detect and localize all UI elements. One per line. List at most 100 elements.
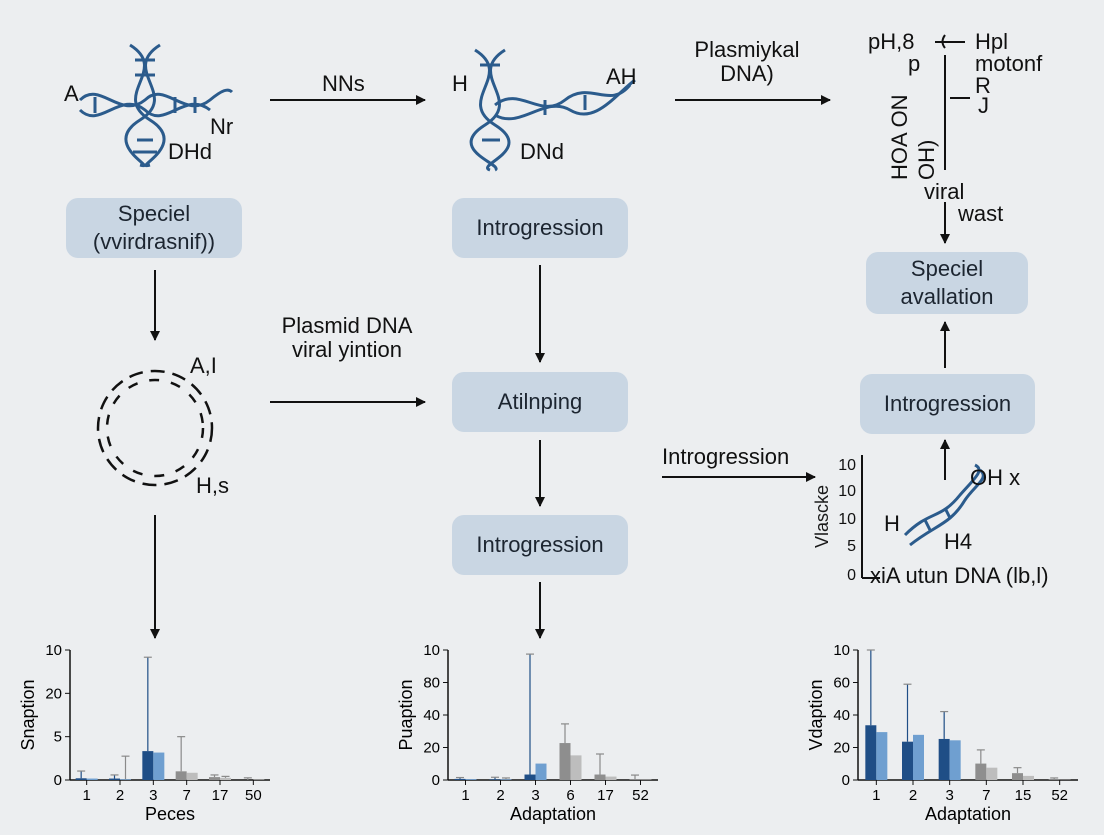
small-plot-ytick: 10 xyxy=(832,454,856,478)
bar xyxy=(120,779,131,780)
bar xyxy=(76,778,87,780)
plasmid-ring xyxy=(98,371,212,485)
bar xyxy=(571,755,582,780)
bar xyxy=(939,739,950,780)
y-tick-label: 20 xyxy=(833,740,850,757)
bar xyxy=(220,778,231,780)
small-plot-h: H xyxy=(884,512,900,536)
x-tick-label: 2 xyxy=(909,787,917,804)
small-plot-ytick: 10 xyxy=(832,508,856,532)
small-plot-ytick: 0 xyxy=(832,564,856,588)
label-wast: wast xyxy=(958,202,1003,226)
x-tick-label: 1 xyxy=(461,787,469,804)
bar xyxy=(153,753,164,780)
bar xyxy=(455,779,466,780)
y-tick-label: 10 xyxy=(423,642,440,659)
bar xyxy=(975,764,986,780)
x-tick-label: 3 xyxy=(531,787,539,804)
label-j: J xyxy=(978,94,989,118)
x-tick-label: 3 xyxy=(945,787,953,804)
bar xyxy=(1012,773,1023,780)
bar xyxy=(209,777,220,780)
y-tick-label: 5 xyxy=(54,729,62,746)
small-plot-axis xyxy=(862,455,880,578)
box-introgression-mid: Introgression xyxy=(452,515,628,575)
y-axis-title: Vdaption xyxy=(808,679,826,750)
bar xyxy=(187,773,198,780)
bar xyxy=(176,771,187,780)
small-plot-ytick: 10 xyxy=(832,480,856,504)
label-dnd: DNd xyxy=(520,140,564,164)
bar xyxy=(142,751,153,780)
x-axis-title: Adaptation xyxy=(510,804,596,824)
label-hoa: HOA ON xyxy=(888,94,912,180)
bar xyxy=(913,735,924,780)
x-tick-label: 50 xyxy=(245,787,262,804)
label-nr: Nr xyxy=(210,115,233,139)
label-ah: AH xyxy=(606,65,637,89)
arrow-label-nns: NNs xyxy=(322,72,365,96)
small-plot-oh: OH x xyxy=(970,466,1020,490)
x-tick-label: 52 xyxy=(1051,787,1068,804)
bar xyxy=(595,775,606,780)
plasmid-label-h: H,s xyxy=(196,474,229,498)
small-plot-h4: H4 xyxy=(944,530,972,554)
bar xyxy=(902,742,913,780)
bar xyxy=(986,768,997,780)
bar xyxy=(606,777,617,780)
y-tick-label: 0 xyxy=(432,772,440,789)
y-tick-label: 0 xyxy=(842,772,850,789)
bar xyxy=(466,779,477,780)
arrow-label-introgression: Introgression xyxy=(662,445,789,469)
x-tick-label: 7 xyxy=(182,787,190,804)
bar xyxy=(501,779,512,780)
arrow-label-plasmid: Plasmid DNA viral yintion xyxy=(278,314,416,362)
bar xyxy=(950,740,961,780)
x-axis-title: Adaptation xyxy=(925,804,1011,824)
x-tick-label: 15 xyxy=(1015,787,1032,804)
bar xyxy=(87,779,98,780)
bar xyxy=(525,775,536,780)
y-tick-label: 40 xyxy=(833,707,850,724)
arrow-label-plasmiykal: Plasmiykal DNA) xyxy=(682,38,812,86)
bar xyxy=(1049,779,1060,780)
label-p: p xyxy=(908,52,920,76)
box-introgression-right: Introgression xyxy=(860,374,1035,434)
bar xyxy=(1023,776,1034,780)
x-tick-label: 3 xyxy=(149,787,157,804)
x-tick-label: 6 xyxy=(566,787,574,804)
bar xyxy=(536,764,547,780)
bar xyxy=(490,779,501,780)
bar xyxy=(560,743,571,780)
x-tick-label: 1 xyxy=(82,787,90,804)
y-tick-label: 10 xyxy=(833,642,850,659)
x-tick-label: 2 xyxy=(496,787,504,804)
label-dhd: DHd xyxy=(168,140,212,164)
label-h: H xyxy=(452,72,468,96)
box-speciel-right: Speciel avallation xyxy=(866,252,1028,314)
bar xyxy=(109,779,120,780)
small-plot-ytick: 5 xyxy=(832,535,856,559)
y-tick-label: 20 xyxy=(45,685,62,702)
small-plot-caption: xiA utun DNA (lb,l) xyxy=(870,564,1049,588)
x-tick-label: 7 xyxy=(982,787,990,804)
y-tick-label: 10 xyxy=(45,642,62,659)
bar xyxy=(876,732,887,780)
plasmid-label-a: A,I xyxy=(190,354,217,378)
x-tick-label: 17 xyxy=(212,787,229,804)
y-axis-title: Snaption xyxy=(20,679,38,750)
chemical-structure xyxy=(935,35,970,170)
y-tick-label: 80 xyxy=(423,675,440,692)
y-tick-label: 20 xyxy=(423,740,440,757)
box-atilnping: Atilnping xyxy=(452,372,628,432)
y-tick-label: 60 xyxy=(833,675,850,692)
small-plot-ylabel: Vlascke xyxy=(812,485,833,548)
x-tick-label: 17 xyxy=(597,787,614,804)
x-tick-label: 52 xyxy=(632,787,649,804)
